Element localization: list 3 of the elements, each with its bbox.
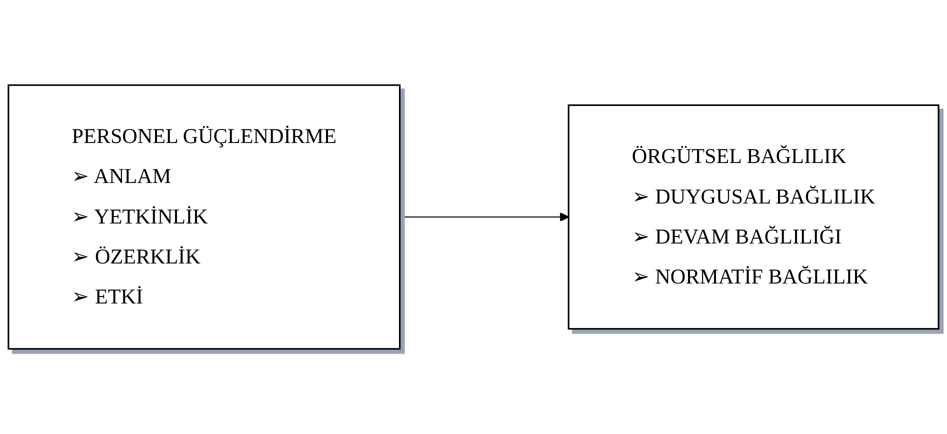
node-box: PERSONEL GÜÇLENDİRME ➢ ANLAM ➢ YETKİNLİK ➢ ÖZERKLİK ➢ ETKİ (8, 84, 401, 350)
arrow (400, 212, 569, 222)
node-box: ÖRGÜTSEL BAĞLILIK ➢ DUYGUSAL BAĞLILIK ➢ DEVAM BAĞLILIĞI ➢ NORMATİF BAĞLILIK (568, 104, 940, 330)
